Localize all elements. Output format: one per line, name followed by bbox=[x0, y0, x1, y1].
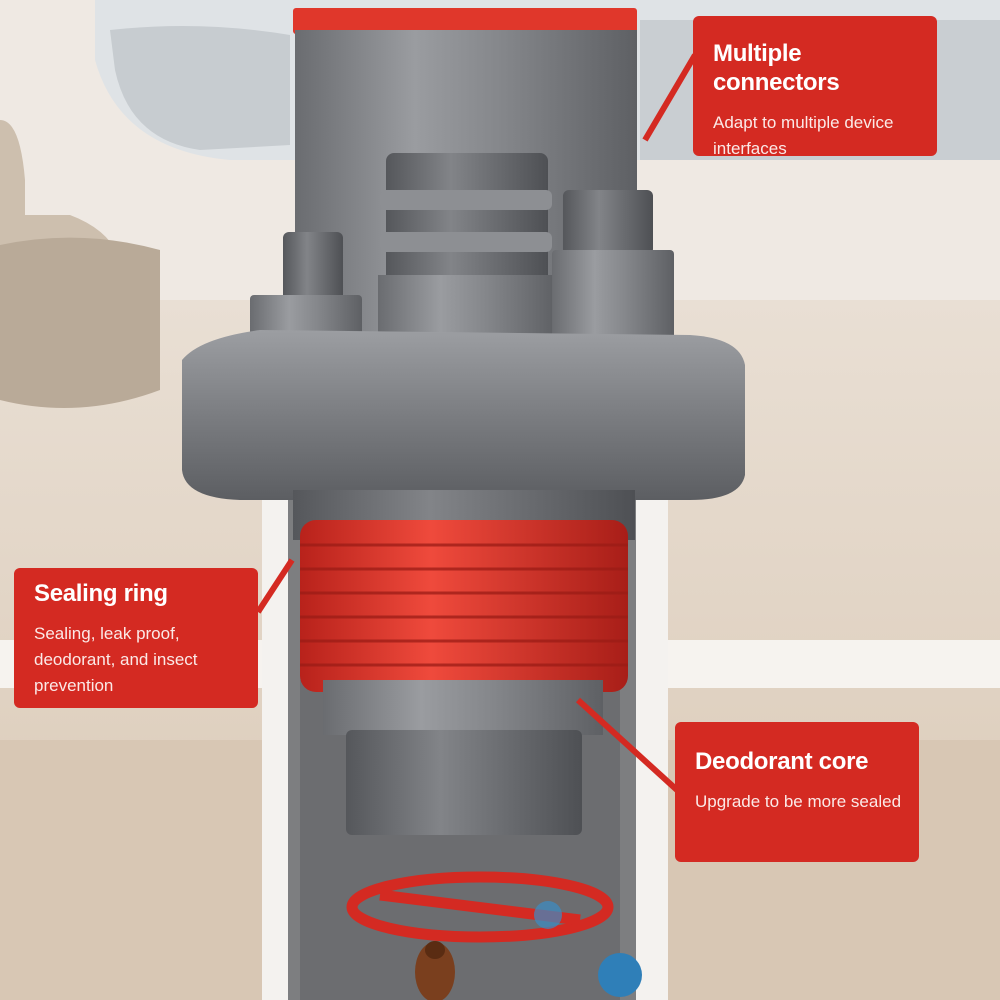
virus-icon bbox=[534, 901, 642, 997]
lower-core bbox=[323, 680, 603, 735]
flange bbox=[182, 330, 745, 500]
callout-description: Adapt to multiple device interfaces bbox=[713, 112, 894, 158]
window-landscape bbox=[110, 26, 290, 150]
callout-description: Upgrade to be more sealed bbox=[695, 791, 902, 811]
side-table bbox=[0, 237, 160, 408]
callout-multiple-connectors: Multiple connectors Adapt to multiple de… bbox=[693, 16, 937, 158]
callout-title: Sealing ring bbox=[34, 580, 168, 607]
lower-core-tube bbox=[346, 730, 582, 835]
prohibition-icon bbox=[346, 871, 614, 943]
leader-line-sealing bbox=[255, 558, 295, 614]
callout-title: Multiple connectors bbox=[713, 40, 840, 96]
center-connector-ridge bbox=[380, 232, 552, 252]
armchair bbox=[0, 120, 120, 270]
right-connector-pin bbox=[563, 190, 653, 255]
leader-line-connectors bbox=[642, 53, 698, 142]
callout-description: Sealing, leak proof, deodorant, and inse… bbox=[34, 623, 198, 695]
sealing-ring-threads bbox=[300, 543, 628, 667]
left-connector-pin bbox=[283, 232, 343, 302]
center-connector-ridge bbox=[380, 190, 552, 210]
callout-title: Deodorant core bbox=[695, 748, 869, 775]
top-cap bbox=[293, 8, 637, 34]
callout-deodorant-core: Deodorant core Upgrade to be more sealed bbox=[675, 722, 919, 862]
cockroach-icon bbox=[415, 941, 455, 1000]
callout-sealing-ring: Sealing ring Sealing, leak proof, deodor… bbox=[14, 568, 258, 708]
leader-line-core bbox=[575, 697, 680, 793]
sealing-ring bbox=[300, 520, 628, 692]
